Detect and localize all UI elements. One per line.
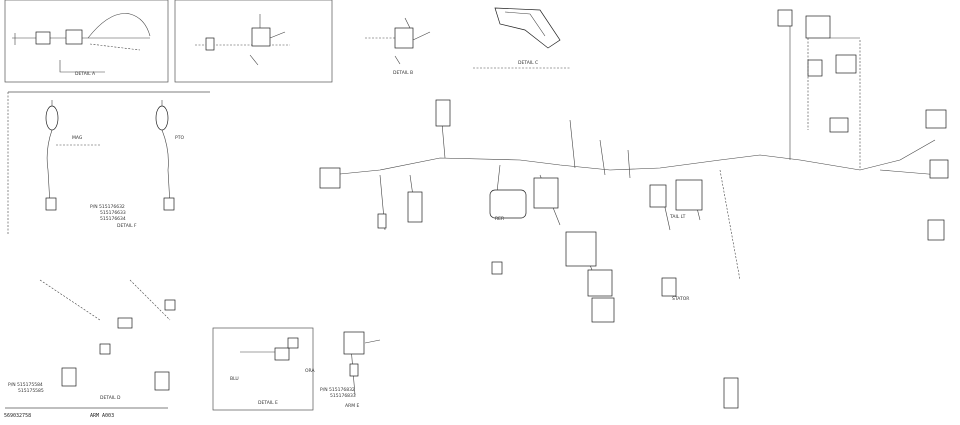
detail-frame-bottom xyxy=(212,327,314,411)
detail-frame-top-middle xyxy=(174,0,333,83)
detail-d-housing xyxy=(494,7,561,49)
detail-frame-top-left xyxy=(4,0,169,83)
detail-e-right-cluster xyxy=(777,9,861,170)
part-note-3: 515176634 xyxy=(100,216,126,222)
detail-c-switch xyxy=(365,17,431,65)
part-note-1: P/N 515176632 xyxy=(90,204,125,210)
diagram-title: ARM A003 xyxy=(90,413,114,419)
bottom-detail-components xyxy=(240,331,381,396)
callout-blu: BLU xyxy=(230,376,239,382)
detail-label-c: DETAIL C xyxy=(518,60,538,66)
part-note-4: P/N 515175584 xyxy=(8,382,43,388)
detail-label-e: DETAIL E xyxy=(258,400,278,406)
left-detail-components xyxy=(39,100,176,391)
callout-stator: STATOR xyxy=(672,296,689,302)
callout-ora: ORA xyxy=(305,368,315,374)
part-note-6: P/N 515176832 xyxy=(320,387,355,393)
trunk-components xyxy=(319,99,949,409)
detail-label-a: DETAIL A xyxy=(75,71,96,77)
detail-label-b: DETAIL B xyxy=(393,70,413,76)
part-note-5: 515175585 xyxy=(18,388,44,394)
detail-a-harness xyxy=(12,13,151,73)
sub-label-arm-e: ARM E xyxy=(345,403,360,409)
part-number: 569032758 xyxy=(4,413,31,419)
callout-pto: PTO xyxy=(175,135,184,141)
callout-mag: MAG xyxy=(72,135,83,141)
part-note-2: 515176633 xyxy=(100,210,126,216)
callout-rer: RER xyxy=(495,216,504,222)
callout-tail-lt: TAIL LT xyxy=(669,214,686,220)
detail-label-d: DETAIL D xyxy=(100,395,121,401)
detail-b-connector xyxy=(195,14,290,66)
part-note-7: 515176833 xyxy=(330,393,356,399)
detail-label-f: DETAIL F xyxy=(117,223,137,229)
